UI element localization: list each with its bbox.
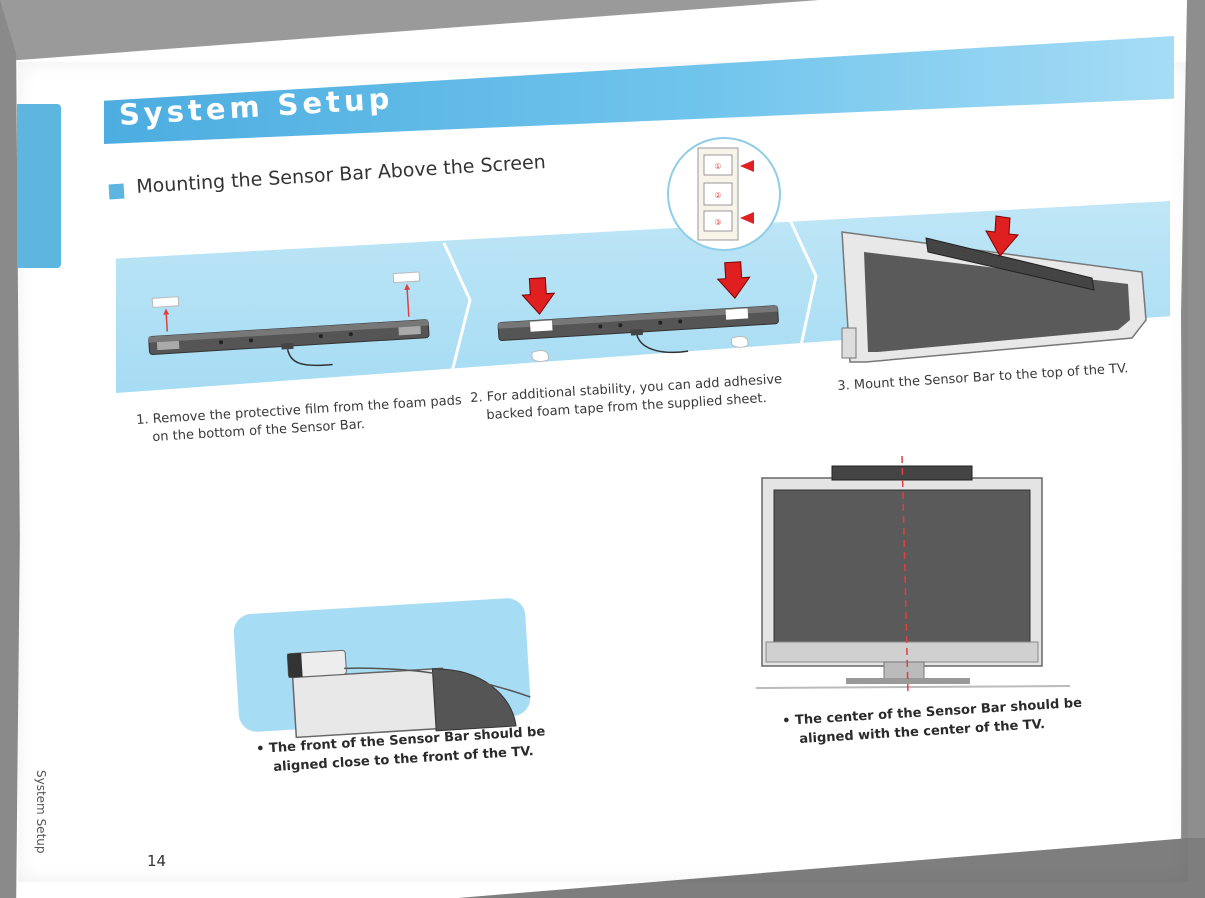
film-left bbox=[151, 296, 180, 308]
peeled-backing-right bbox=[730, 335, 749, 348]
foam-pad-right bbox=[398, 326, 421, 336]
film-right bbox=[392, 271, 421, 284]
down-arrow-left bbox=[521, 277, 556, 315]
chapter-side-tab bbox=[17, 104, 61, 268]
scan-frame-left bbox=[0, 0, 20, 898]
step3-illustration bbox=[841, 215, 1147, 363]
pad-label-3: ③ bbox=[714, 218, 721, 227]
tv-stand-neck bbox=[883, 661, 925, 681]
step2-illustration bbox=[497, 261, 779, 362]
foam-pad-left bbox=[156, 340, 180, 351]
pointer-arrow-top bbox=[740, 160, 754, 172]
down-arrow bbox=[985, 215, 1019, 257]
center-guide-line bbox=[901, 455, 909, 693]
tv-speaker-strip bbox=[765, 641, 1039, 663]
tv-stand-base bbox=[846, 678, 970, 684]
scan-frame-right bbox=[1181, 0, 1205, 898]
foam-tape-left bbox=[529, 320, 553, 332]
tv-screen-front bbox=[773, 489, 1031, 647]
pointer-arrow-bottom bbox=[740, 212, 754, 224]
tv-screen-edge bbox=[431, 668, 517, 732]
down-arrow-right bbox=[716, 261, 751, 299]
side-view-illustration bbox=[233, 598, 531, 739]
mounted-sensor-bar bbox=[925, 237, 1095, 291]
peeled-backing-left bbox=[531, 350, 550, 362]
page-number: 14 bbox=[147, 852, 167, 870]
tv-top-edge bbox=[291, 667, 447, 739]
vertical-section-label: System Setup bbox=[34, 770, 48, 854]
tv-surface-line bbox=[755, 685, 1071, 689]
tape-sheet-inset: ① ② ③ bbox=[667, 137, 781, 251]
step1-illustration bbox=[148, 271, 430, 367]
foam-tape-right bbox=[725, 308, 749, 320]
front-view-illustration bbox=[755, 455, 1071, 693]
pad-label-1: ① bbox=[714, 162, 721, 171]
pad-label-2: ② bbox=[714, 191, 721, 200]
